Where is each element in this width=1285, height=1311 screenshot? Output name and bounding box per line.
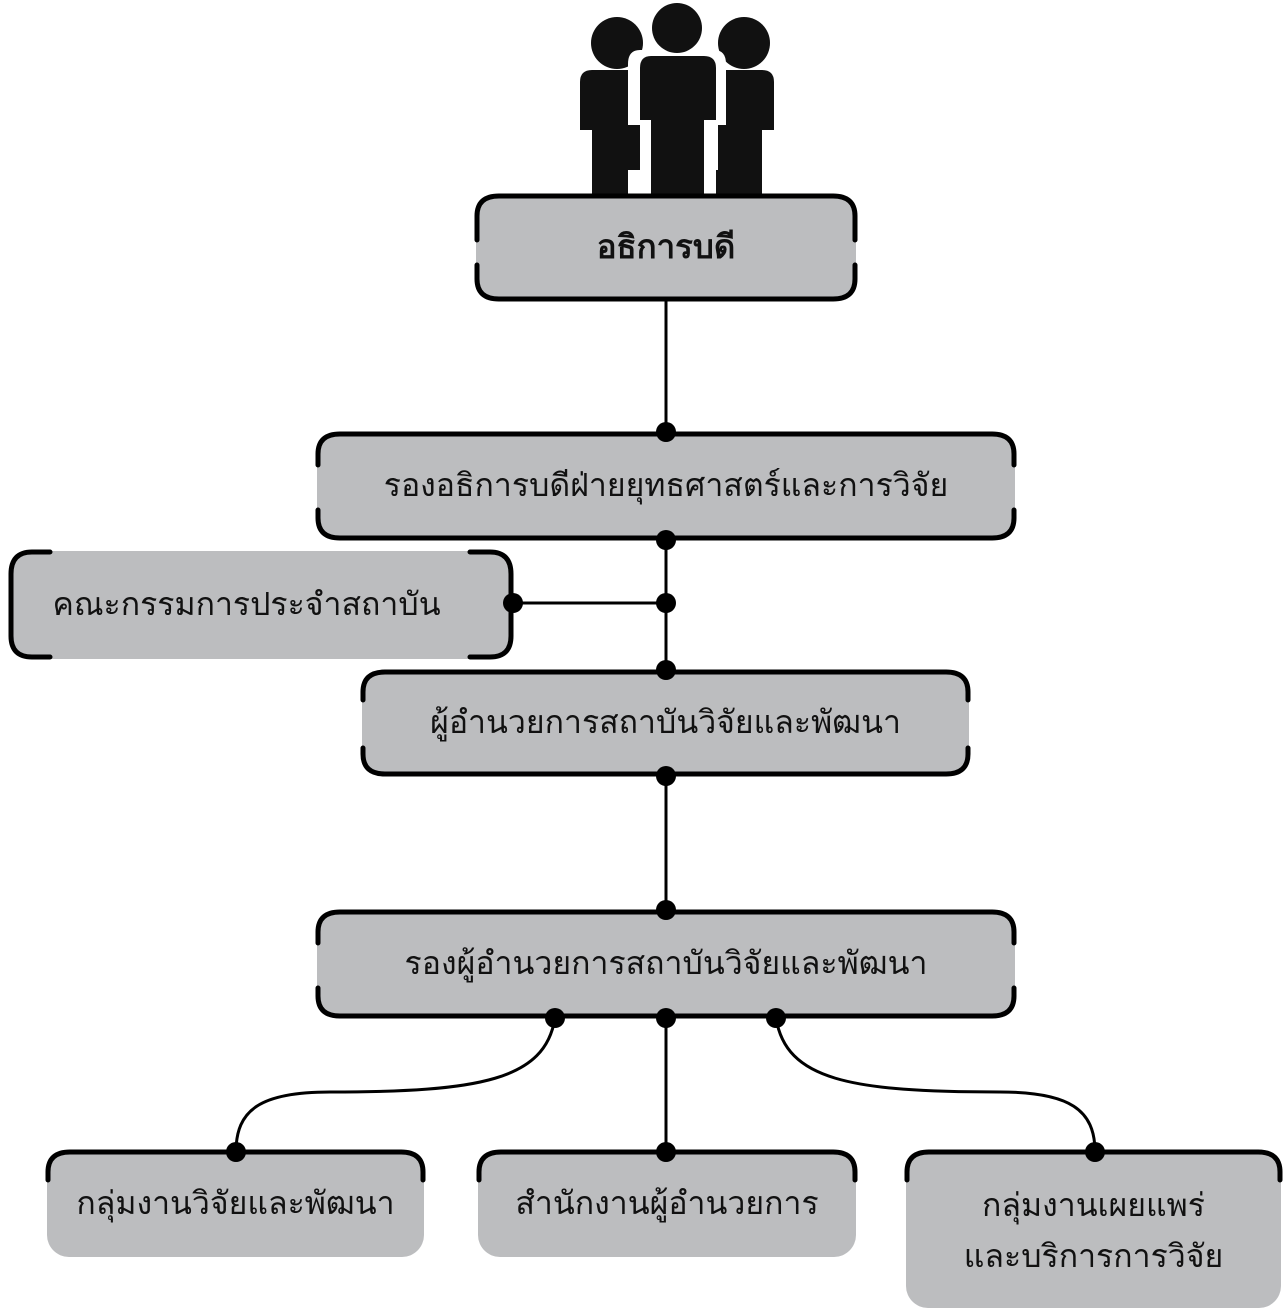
dot xyxy=(503,593,523,613)
node-director-office: สำนักงานผู้อำนวยการ xyxy=(515,1183,819,1222)
dot xyxy=(656,1008,676,1028)
box-director-office xyxy=(478,1150,856,1257)
node-vice-president: รองอธิการบดีฝ่ายยุทธศาสตร์และการวิจัย xyxy=(383,466,949,505)
dot xyxy=(656,660,676,680)
dot xyxy=(656,1142,676,1162)
box-committee xyxy=(10,551,513,659)
box-rd-group xyxy=(47,1150,424,1257)
dot xyxy=(545,1008,565,1028)
node-dissemination-group: กลุ่มงานเผยแพร่ และบริการการวิจัย xyxy=(963,1185,1224,1275)
dot xyxy=(656,422,676,442)
node-deputy-director: รองผู้อำนวยการสถาบันวิจัยและพัฒนา xyxy=(404,944,928,983)
node-president: อธิการบดี xyxy=(596,226,736,266)
dot xyxy=(656,530,676,550)
box-director xyxy=(362,670,969,776)
dot xyxy=(226,1142,246,1162)
box-vice-president xyxy=(317,432,1015,540)
people-group-icon xyxy=(580,0,774,195)
node-committee: คณะกรรมการประจำสถาบัน xyxy=(52,585,441,624)
dot xyxy=(766,1008,786,1028)
node-rd-group: กลุ่มงานวิจัยและพัฒนา xyxy=(76,1183,395,1222)
line-deputy-rd xyxy=(234,1017,557,1153)
boxes xyxy=(10,194,1281,1308)
box-president xyxy=(476,194,856,300)
dot xyxy=(656,766,676,786)
box-dissemination-group xyxy=(906,1150,1281,1308)
line-deputy-dissemination xyxy=(774,1017,1097,1153)
box-deputy-director xyxy=(317,910,1015,1018)
connector-dots xyxy=(226,422,1105,1162)
dot xyxy=(1085,1142,1105,1162)
dot xyxy=(656,593,676,613)
dot xyxy=(656,900,676,920)
node-director: ผู้อำนวยการสถาบันวิจัยและพัฒนา xyxy=(430,703,901,742)
